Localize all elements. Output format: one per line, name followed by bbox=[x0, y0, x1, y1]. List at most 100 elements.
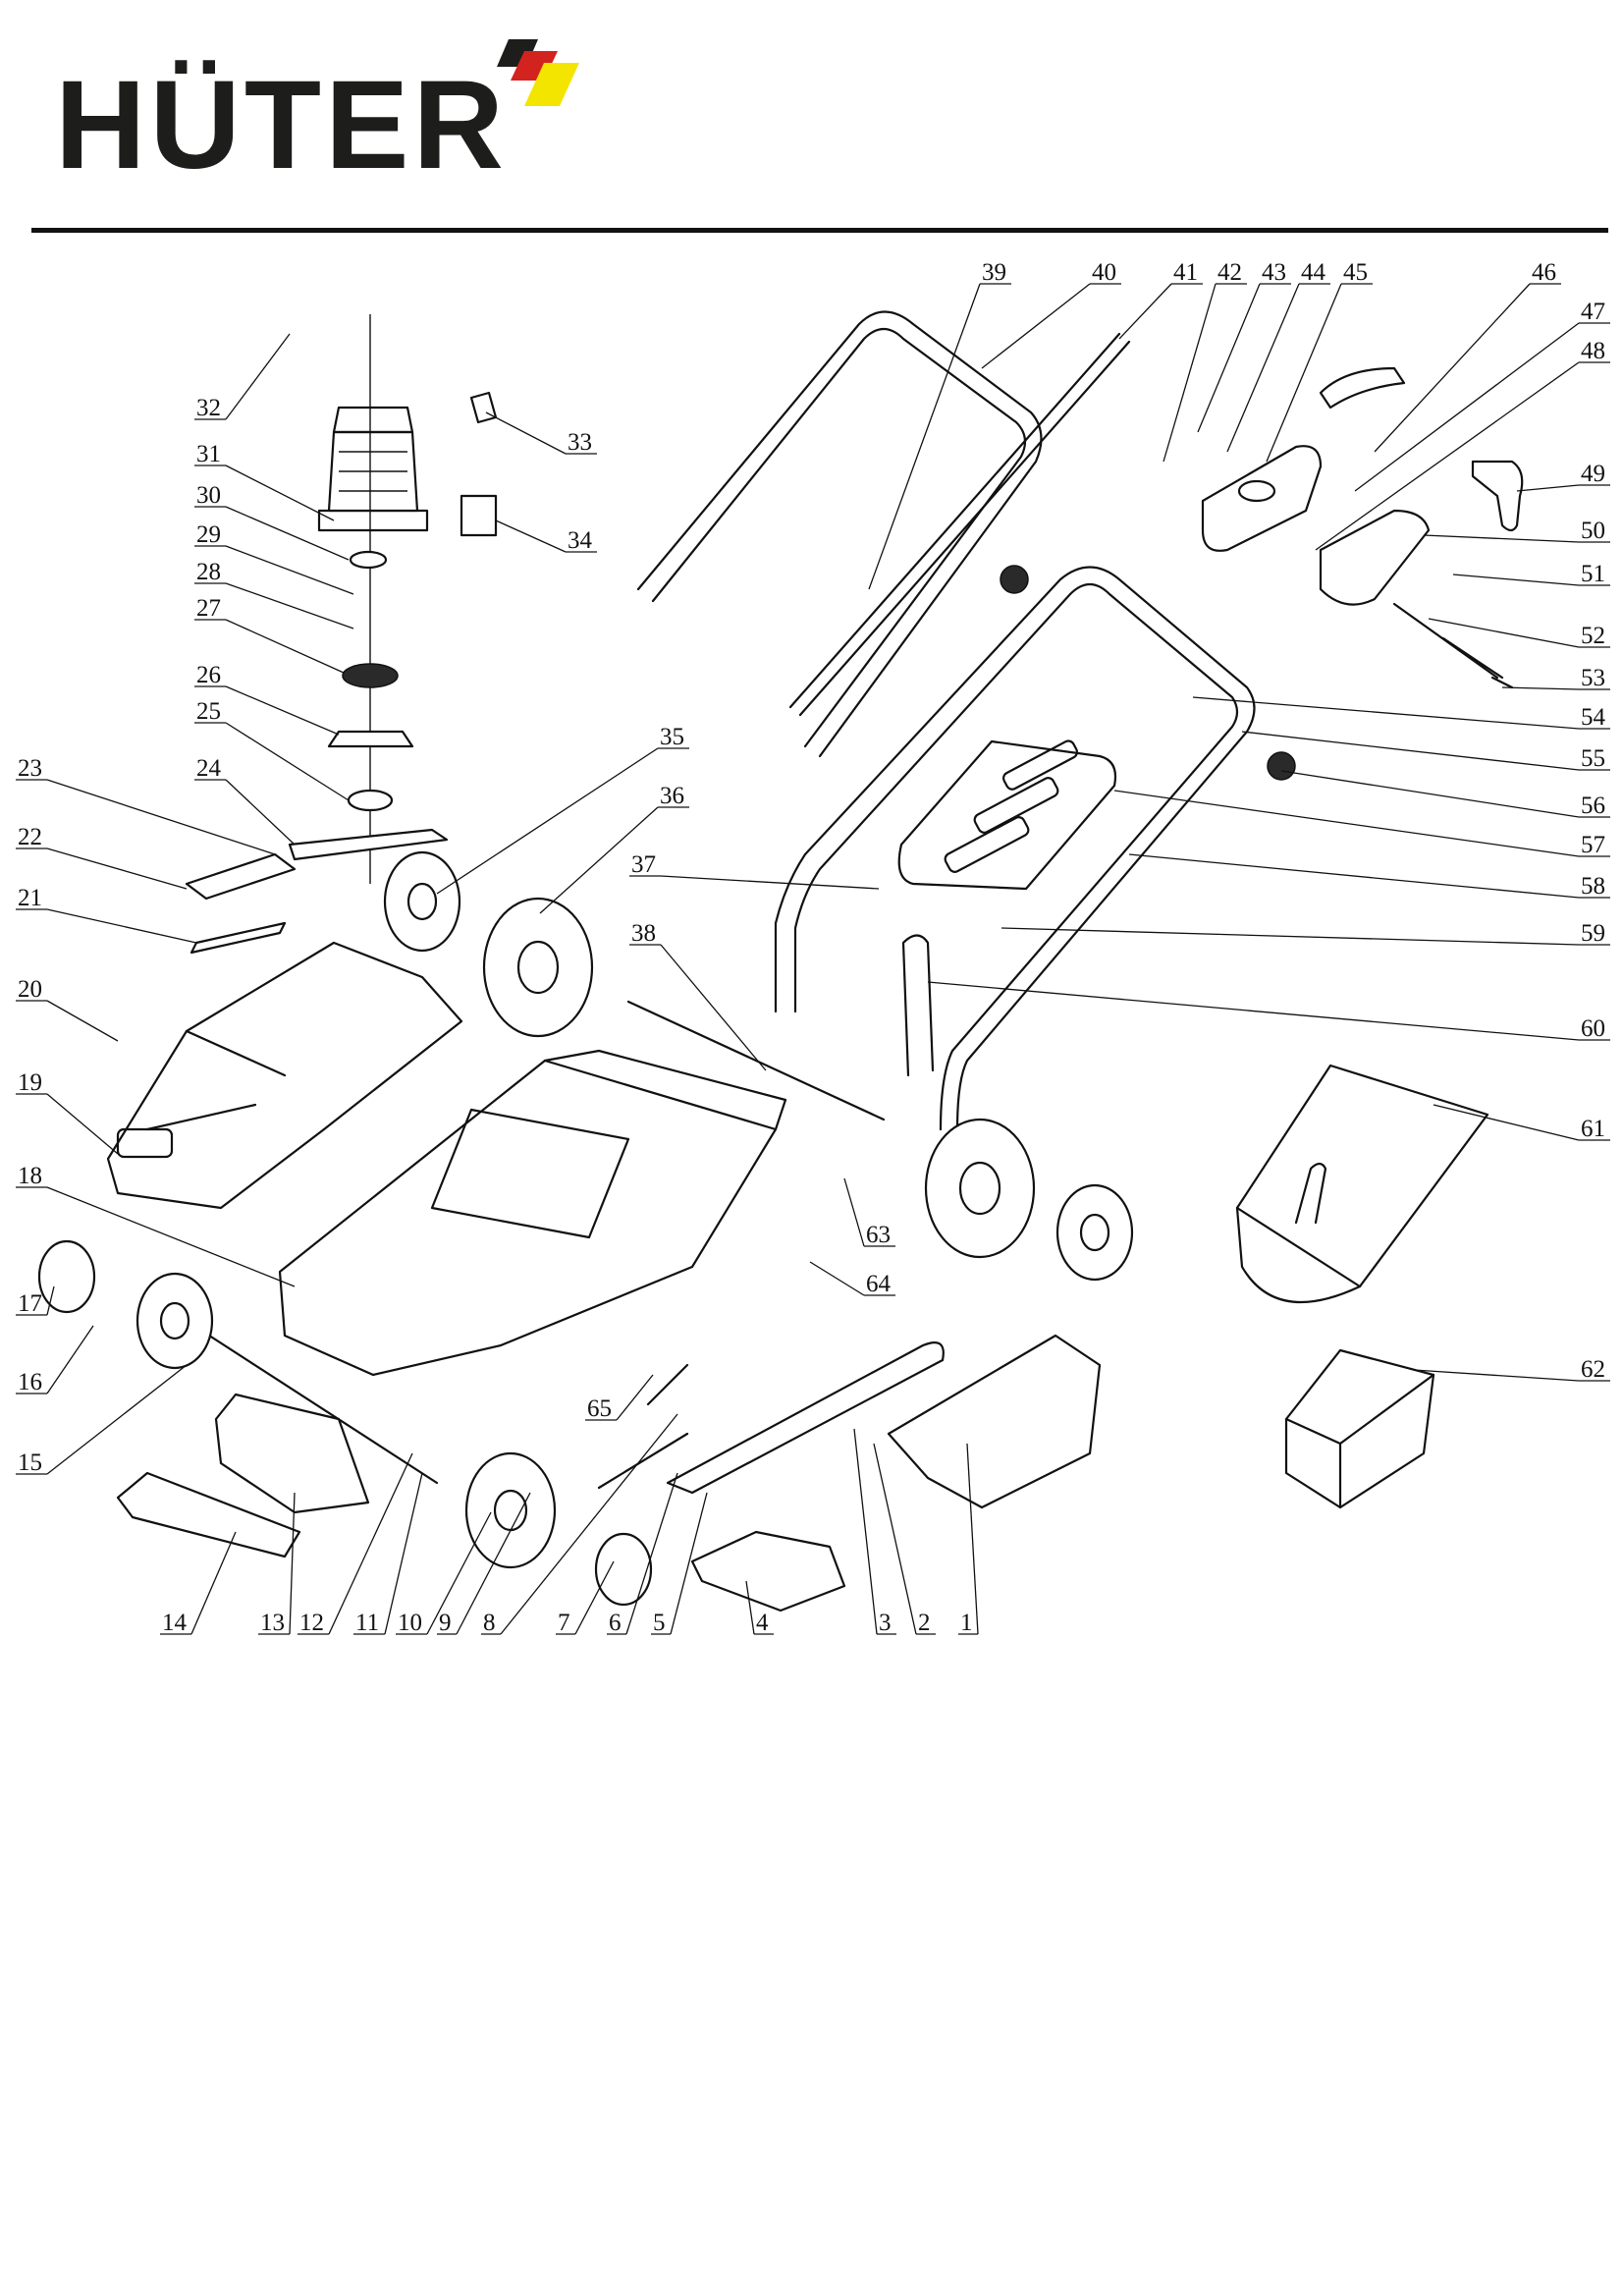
part-capacitor bbox=[460, 494, 498, 537]
callout-number: 60 bbox=[1581, 1015, 1605, 1042]
part-cable-holder bbox=[469, 391, 498, 424]
callout-30: 30 bbox=[194, 482, 350, 561]
callout-29: 29 bbox=[194, 521, 354, 595]
callout-33: 33 bbox=[485, 411, 597, 456]
callout-number: 49 bbox=[1581, 461, 1605, 487]
callout-55: 55 bbox=[1241, 731, 1610, 772]
callout-number: 39 bbox=[982, 259, 1006, 286]
callout-leader-line bbox=[1241, 731, 1580, 771]
callout-leader-line bbox=[289, 1492, 296, 1635]
callout-number: 56 bbox=[1581, 793, 1605, 819]
callout-number: 38 bbox=[631, 920, 656, 947]
callout-leader-line bbox=[853, 1428, 878, 1635]
callout-45: 45 bbox=[1266, 259, 1373, 463]
callout-3: 3 bbox=[853, 1428, 896, 1636]
part-washer bbox=[349, 550, 388, 570]
callout-number: 19 bbox=[18, 1069, 42, 1096]
part-fan bbox=[342, 663, 399, 688]
callout-leader-line bbox=[190, 1531, 237, 1635]
callout-38: 38 bbox=[629, 920, 767, 1071]
callout-number: 20 bbox=[18, 976, 42, 1003]
callout-leader-line bbox=[485, 411, 567, 455]
callout-14: 14 bbox=[160, 1531, 237, 1636]
callout-leader-line bbox=[225, 545, 354, 595]
part-switch-box bbox=[1201, 445, 1323, 552]
callout-leader-line bbox=[500, 1413, 678, 1635]
callout-17: 17 bbox=[16, 1285, 55, 1317]
callout-number: 15 bbox=[18, 1449, 42, 1476]
callout-leader-line bbox=[225, 619, 345, 674]
callout-number: 43 bbox=[1262, 259, 1286, 286]
part-wheel-front-right bbox=[464, 1451, 557, 1569]
callout-leader-line bbox=[1001, 927, 1580, 946]
callout-leader-line bbox=[1197, 283, 1261, 433]
callout-number: 65 bbox=[587, 1395, 612, 1422]
callout-43: 43 bbox=[1197, 259, 1291, 433]
part-rear-axle bbox=[626, 1000, 886, 1121]
callout-44: 44 bbox=[1226, 259, 1330, 453]
part-rear-skid bbox=[214, 1393, 370, 1514]
callout-leader-line bbox=[46, 1186, 296, 1287]
part-grass-bag-frame bbox=[1235, 1064, 1489, 1288]
callout-leader-line bbox=[384, 1472, 423, 1635]
callout-number: 32 bbox=[196, 395, 221, 421]
callout-number: 9 bbox=[439, 1610, 452, 1636]
callout-number: 62 bbox=[1581, 1356, 1605, 1383]
part-hubcap-front-left bbox=[37, 1239, 96, 1314]
callout-number: 17 bbox=[18, 1290, 42, 1317]
callout-leader-line bbox=[616, 1374, 654, 1421]
callout-22: 22 bbox=[16, 824, 188, 890]
callout-number: 41 bbox=[1173, 259, 1198, 286]
callout-65: 65 bbox=[585, 1374, 654, 1422]
callout-number: 14 bbox=[162, 1610, 188, 1636]
callout-47: 47 bbox=[1354, 299, 1610, 492]
callout-leader-line bbox=[843, 1177, 865, 1247]
callout-number: 24 bbox=[196, 755, 222, 782]
callout-leader-line bbox=[1266, 283, 1342, 463]
callout-number: 42 bbox=[1217, 259, 1242, 286]
callout-leader-line bbox=[745, 1580, 755, 1635]
callout-7: 7 bbox=[556, 1560, 615, 1636]
callout-leader-line bbox=[1113, 790, 1580, 857]
callout-number: 11 bbox=[355, 1610, 379, 1636]
callout-24: 24 bbox=[194, 755, 296, 846]
callout-leader-line bbox=[1374, 283, 1531, 453]
callout-62: 62 bbox=[1413, 1356, 1610, 1383]
callout-number: 52 bbox=[1581, 623, 1605, 649]
brand-logo: HÜTER bbox=[39, 29, 589, 195]
callout-leader-line bbox=[328, 1452, 413, 1635]
callout-number: 34 bbox=[568, 527, 593, 554]
callout-leader-line bbox=[1413, 1369, 1580, 1382]
callout-leader-line bbox=[1128, 853, 1580, 899]
callout-leader-line bbox=[46, 847, 188, 890]
part-blade-adapter bbox=[347, 789, 394, 812]
callout-number: 13 bbox=[260, 1610, 285, 1636]
header-divider bbox=[31, 228, 1608, 233]
callout-leader-line bbox=[426, 1511, 492, 1635]
callout-number: 21 bbox=[18, 885, 42, 911]
callout-5: 5 bbox=[651, 1492, 708, 1636]
part-bracket bbox=[690, 1530, 846, 1613]
callout-19: 19 bbox=[16, 1069, 119, 1155]
callout-leader-line bbox=[1433, 1104, 1580, 1141]
callout-number: 54 bbox=[1581, 704, 1606, 731]
callout-leader-line bbox=[225, 685, 340, 736]
part-hubcap-rear-right bbox=[383, 850, 461, 953]
part-switch-base bbox=[1319, 509, 1431, 606]
callout-number: 59 bbox=[1581, 920, 1605, 947]
part-flange bbox=[327, 730, 414, 748]
callout-leader-line bbox=[981, 283, 1091, 369]
callout-59: 59 bbox=[1001, 920, 1610, 947]
callout-leader-line bbox=[225, 779, 296, 846]
callout-leader-line bbox=[670, 1492, 708, 1635]
part-deck bbox=[278, 1059, 778, 1377]
callout-57: 57 bbox=[1113, 790, 1610, 858]
callout-leader-line bbox=[660, 944, 767, 1071]
callout-leader-line bbox=[1452, 574, 1580, 586]
brand-logo-text: HÜTER bbox=[55, 55, 508, 195]
callout-leader-line bbox=[1163, 283, 1217, 463]
part-handle-knob bbox=[1267, 751, 1296, 781]
callout-leader-line bbox=[1315, 361, 1580, 551]
